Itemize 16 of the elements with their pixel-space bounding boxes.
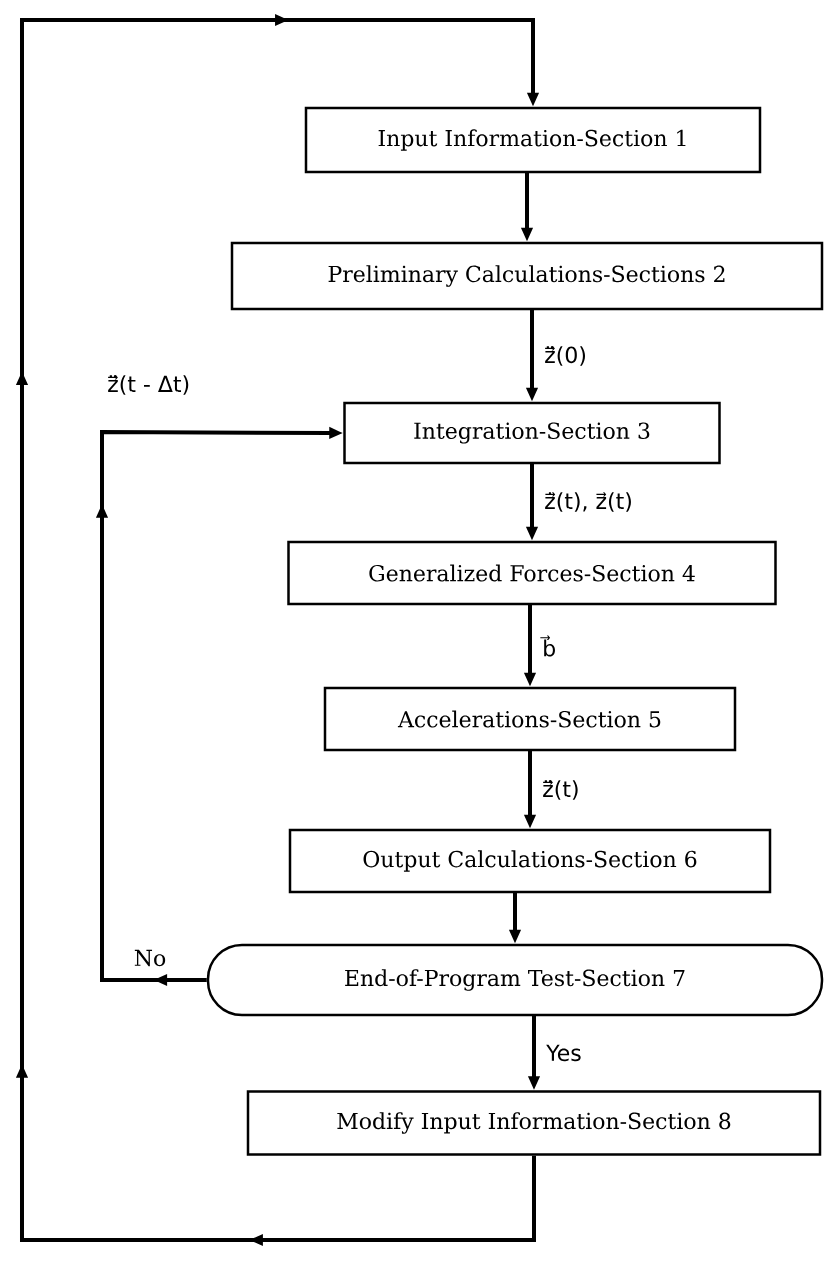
process-box: Preliminary Calculations-Sections 2 <box>230 241 824 311</box>
process-box: Input Information-Section 1 <box>304 106 762 174</box>
process-box: Accelerations-Section 5 <box>323 686 737 752</box>
edge-label: b⃗ <box>540 635 555 657</box>
process-box: Modify Input Information-Section 8 <box>246 1090 822 1156</box>
edge-label: No <box>134 949 166 967</box>
process-box: Generalized Forces-Section 4 <box>287 540 777 606</box>
edge-label: z̈⃗(t) <box>543 780 578 800</box>
edge-label: ż⃗(t), z⃗(t) <box>545 492 631 512</box>
process-box: Integration-Section 3 <box>343 401 721 465</box>
signal-label: z̈⃗(t - Δt) <box>108 375 189 395</box>
terminal-box: End-of-Program Test-Section 7 <box>206 943 824 1017</box>
arrow <box>15 13 540 1247</box>
edge-label: z̈⃗(0) <box>545 346 585 366</box>
edge-label: Yes <box>546 1044 581 1062</box>
process-box: Output Calculations-Section 6 <box>288 828 772 894</box>
